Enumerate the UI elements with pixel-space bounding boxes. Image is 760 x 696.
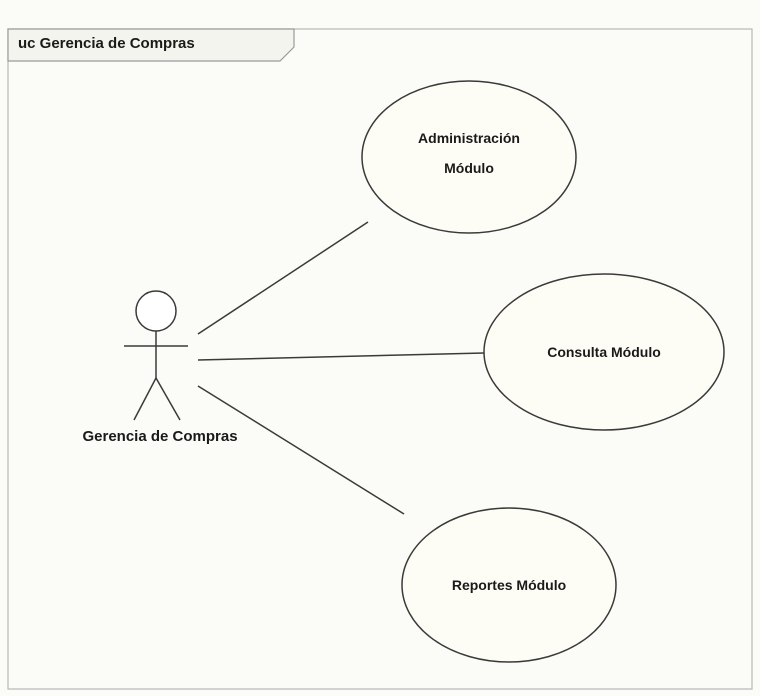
association-consulta [197,352,485,361]
actor-head [135,290,177,332]
usecase-consulta-modulo[interactable]: Consulta Módulo [483,273,725,431]
usecase-label-line2: Módulo [444,160,494,176]
association-administracion [197,221,369,335]
frame-label-tab [7,28,295,62]
usecase-label: Consulta Módulo [547,344,661,360]
usecase-reportes-modulo[interactable]: Reportes Módulo [401,507,617,663]
usecase-ellipse [361,80,577,234]
usecase-ellipse [401,507,617,663]
actor-label: Gerencia de Compras [82,428,237,445]
frame-label: uc Gerencia de Compras [18,35,195,52]
actor-right-leg [155,377,181,421]
usecase-label-line1: Administración [418,130,520,146]
usecase-administracion-modulo[interactable]: Administración Módulo [361,80,577,234]
usecase-ellipse [483,273,725,431]
actor-left-leg [133,377,157,421]
actor-gerencia-de-compras[interactable] [124,290,188,421]
usecase-label: Reportes Módulo [452,577,566,593]
association-reportes [197,385,405,515]
diagram-frame [7,28,753,690]
